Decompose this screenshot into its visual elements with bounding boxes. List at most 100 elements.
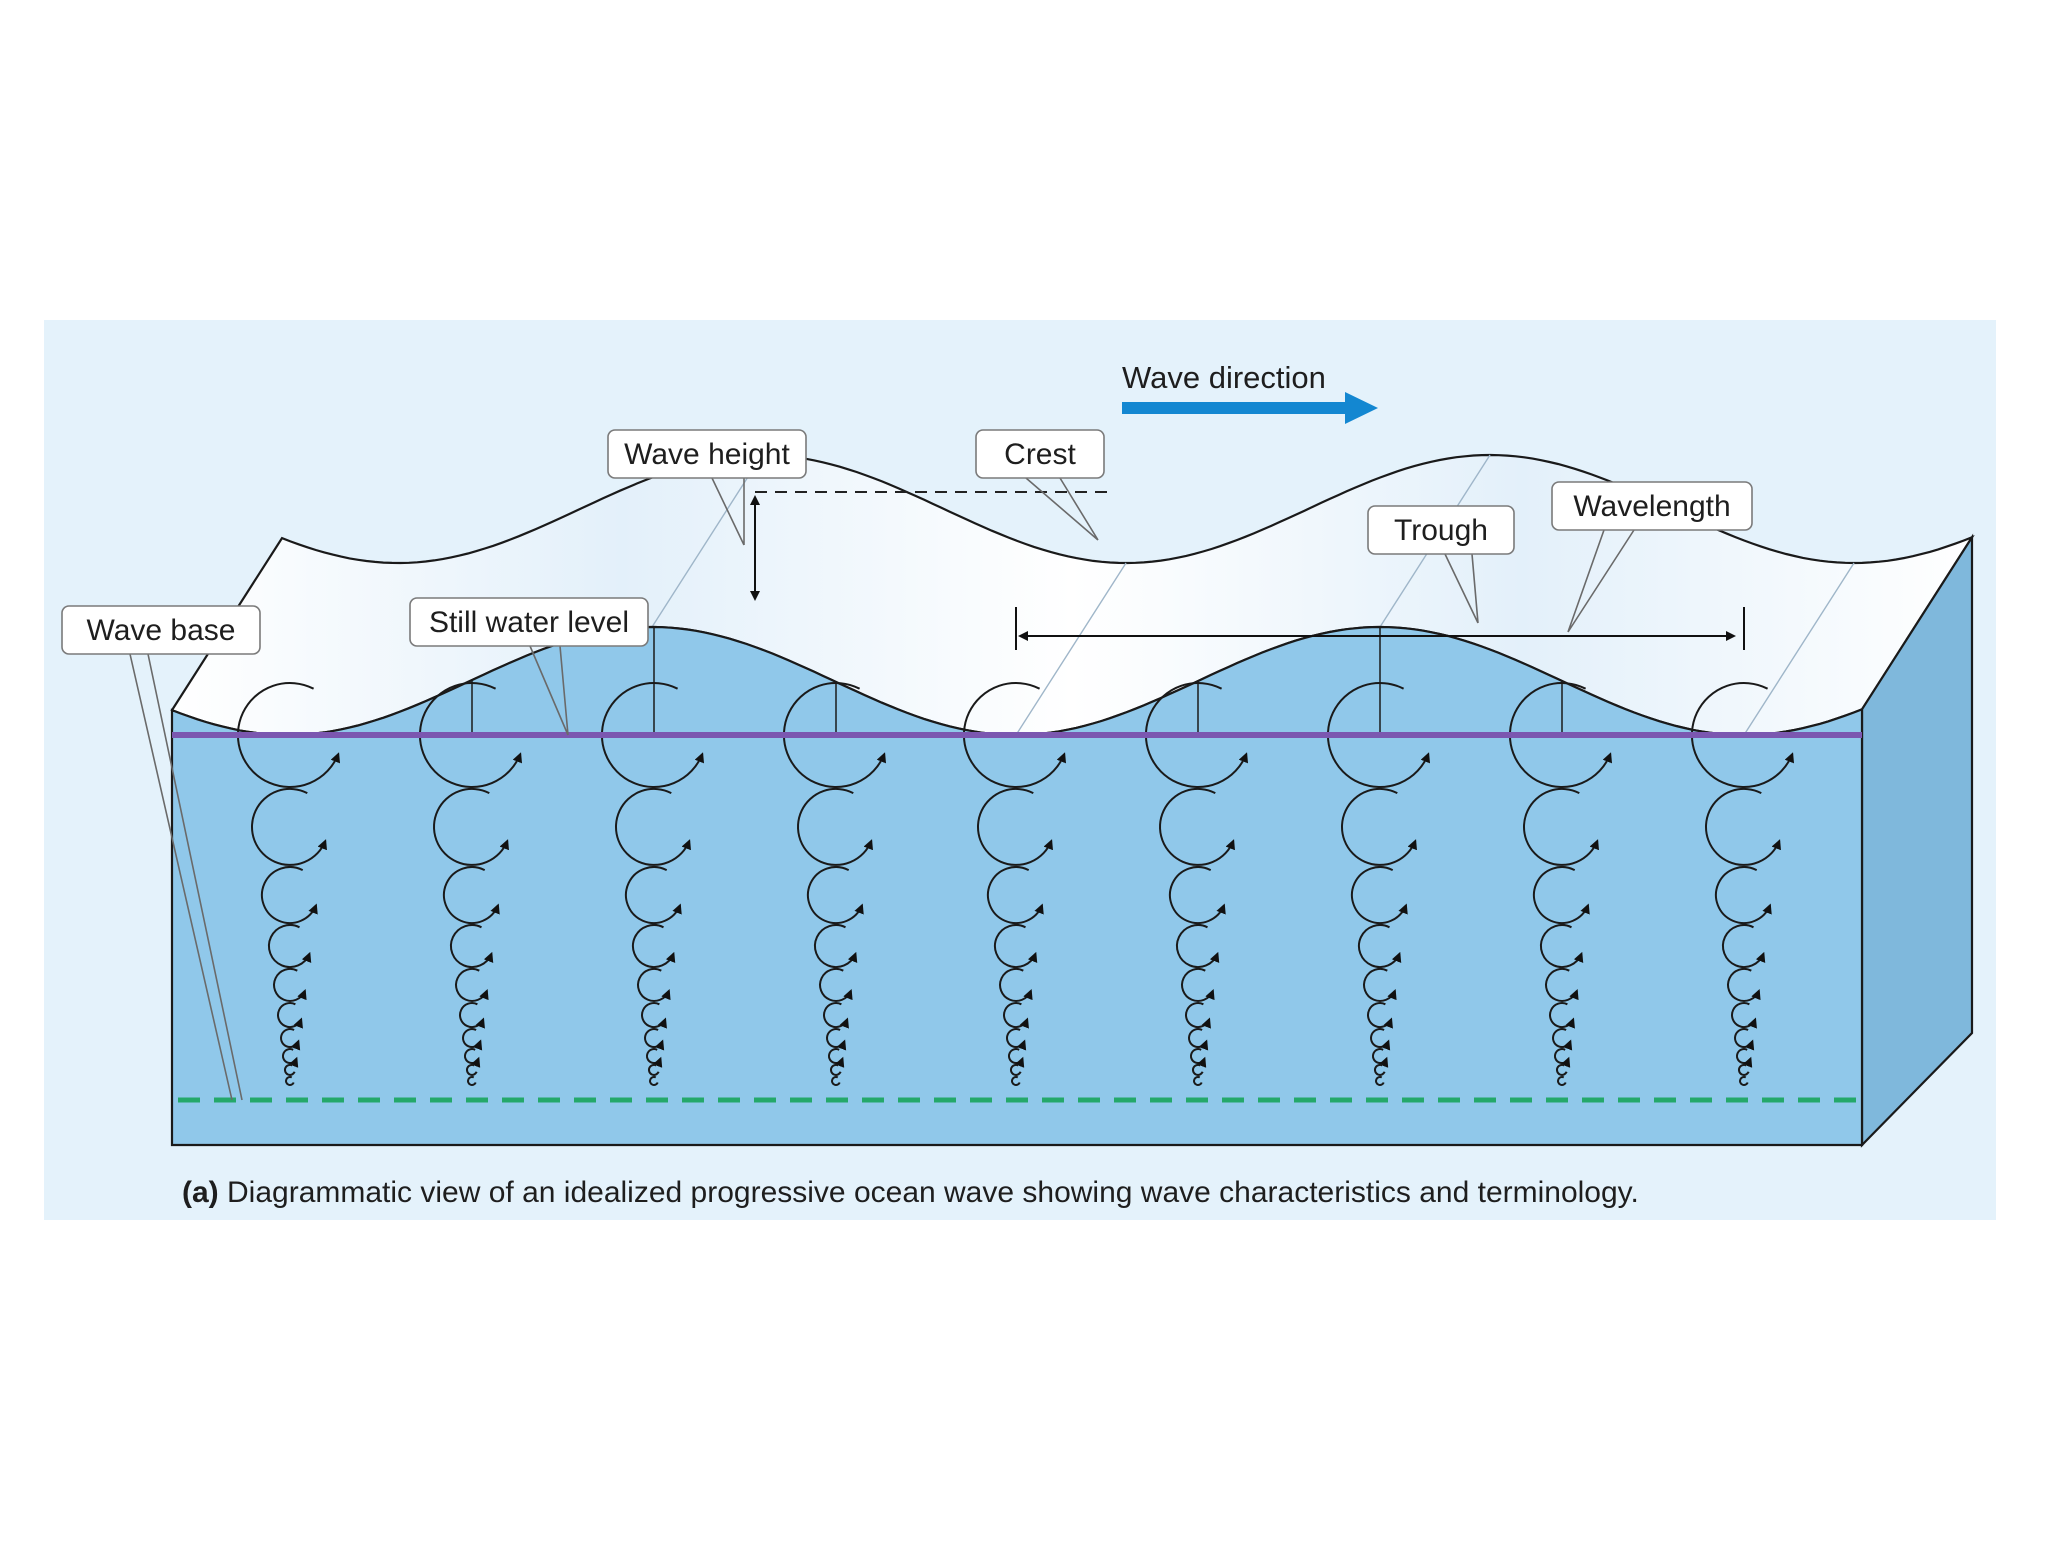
trough-label: Trough [1394, 514, 1488, 547]
orbital-motion-columns [236, 627, 1794, 1086]
orbit-circle [285, 1075, 295, 1086]
orbit-column [236, 682, 340, 1086]
figure-caption: (a) Diagrammatic view of an idealized pr… [182, 1176, 1639, 1209]
orbit-circle [1532, 866, 1590, 924]
wave-base-callout [61, 605, 261, 655]
orbit-circle [1739, 1075, 1749, 1086]
orbit-circle [1011, 1075, 1021, 1086]
orbit-circle [1008, 1048, 1025, 1068]
orbit-column [1326, 627, 1430, 1086]
caption-prefix: (a) [182, 1176, 219, 1209]
orbit-circle [260, 866, 318, 924]
crest-leader [1025, 477, 1099, 541]
surface-guide-line [1743, 562, 1855, 736]
orbit-circle [433, 788, 509, 866]
orbit-circle [282, 1048, 299, 1068]
orbit-circle [977, 788, 1053, 866]
orbit-circle [999, 968, 1033, 1002]
orbit-circle [1370, 1028, 1391, 1051]
orbit-circle [1003, 1002, 1029, 1029]
orbit-circle [1190, 1048, 1207, 1068]
orbit-circle [1690, 682, 1794, 788]
orbit-circle [467, 1075, 477, 1086]
orbit-circle [462, 1028, 483, 1051]
still-water-level-label: Still water level [429, 606, 629, 639]
orbit-circle [1523, 788, 1599, 866]
wave-height-leader [711, 477, 745, 546]
orbit-circle [251, 788, 327, 866]
orbit-column [962, 682, 1066, 1086]
wave-base-leader [129, 653, 243, 1101]
wavelength-callout [1551, 481, 1753, 531]
wave-height-callout [607, 429, 807, 479]
orbit-circle [1176, 924, 1220, 968]
orbit-circle [464, 1048, 481, 1068]
orbit-circle [1722, 924, 1766, 968]
orbit-circle [797, 788, 873, 866]
orbit-circle [830, 1063, 842, 1076]
orbit-circle [831, 1075, 841, 1086]
orbit-circle [632, 924, 676, 968]
orbit-circle [819, 968, 853, 1002]
orbit-circle [466, 1063, 478, 1076]
orbit-circle [277, 1002, 303, 1029]
orbit-circle [814, 924, 858, 968]
orbit-circle [1557, 1075, 1567, 1086]
orbit-circle [637, 968, 671, 1002]
wavelength-leader [1567, 529, 1635, 633]
orbit-column [1508, 681, 1612, 1086]
orbit-circle [1326, 682, 1430, 788]
wavelength-label: Wavelength [1573, 490, 1730, 523]
orbit-circle [1549, 1002, 1575, 1029]
orbit-circle [1556, 1063, 1568, 1076]
orbit-circle [1010, 1063, 1022, 1076]
orbit-circle [455, 968, 489, 1002]
orbit-circle [1736, 1048, 1753, 1068]
orbit-circle [1375, 1075, 1385, 1086]
orbit-circle [1374, 1063, 1386, 1076]
trough-leader [1444, 553, 1479, 624]
crest-callout [975, 429, 1105, 479]
orbit-circle [782, 682, 886, 788]
orbit-circle [1731, 1002, 1757, 1029]
orbit-circle [1508, 682, 1612, 788]
orbit-circle [1144, 682, 1248, 788]
orbit-circle [1185, 1002, 1211, 1029]
orbit-circle [459, 1002, 485, 1029]
still-water-level-leader [529, 645, 569, 736]
orbit-circle [986, 866, 1044, 924]
orbit-circle [644, 1028, 665, 1051]
orbit-circle [1714, 866, 1772, 924]
orbit-column [600, 627, 704, 1086]
orbit-circle [994, 924, 1038, 968]
orbit-circle [1552, 1028, 1573, 1051]
crest-label: Crest [1004, 438, 1076, 471]
orbit-circle [1341, 788, 1417, 866]
orbit-circle [1540, 924, 1584, 968]
orbit-column [1690, 682, 1794, 1086]
orbit-circle [1738, 1063, 1750, 1076]
orbit-circle [418, 682, 522, 788]
orbit-circle [1159, 788, 1235, 866]
orbit-circle [1554, 1048, 1571, 1068]
orbit-column [1144, 681, 1248, 1086]
orbit-circle [273, 968, 307, 1002]
trough-callout [1367, 505, 1515, 555]
surface-guide-line [1015, 562, 1127, 736]
orbit-circle [1181, 968, 1215, 1002]
orbit-circle [1372, 1048, 1389, 1068]
orbit-circle [280, 1028, 301, 1051]
orbit-circle [1350, 866, 1408, 924]
wave-direction-label: Wave direction [1122, 360, 1326, 395]
wave-height-label: Wave height [624, 438, 790, 471]
orbit-circle [1358, 924, 1402, 968]
orbit-circle [236, 682, 340, 788]
orbit-circle [826, 1028, 847, 1051]
orbit-circle [823, 1002, 849, 1029]
orbit-circle [828, 1048, 845, 1068]
orbit-circle [806, 866, 864, 924]
orbit-column [782, 681, 886, 1086]
orbit-circle [450, 924, 494, 968]
